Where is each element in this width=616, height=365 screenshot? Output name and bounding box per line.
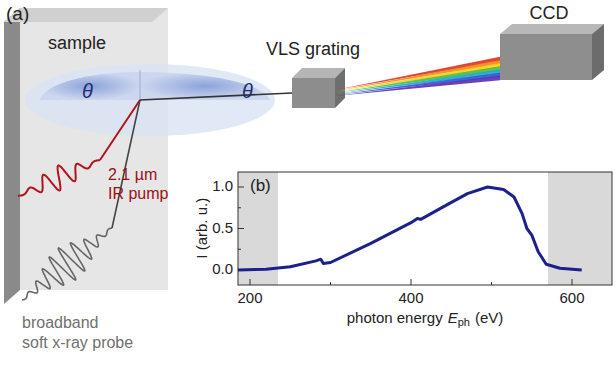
axis-title: E [448, 309, 458, 326]
plot-frame [238, 172, 612, 285]
pump-label: IR pump [108, 185, 168, 203]
sample-face [20, 8, 168, 290]
tick-label: 600 [559, 290, 584, 307]
x-tick [250, 279, 251, 285]
ir-pump-pulse [18, 160, 100, 196]
ccd-top [500, 24, 604, 34]
axis-title: photon energy [347, 309, 443, 326]
tick-label: 200 [237, 290, 262, 307]
beam-connector [335, 57, 500, 96]
axis-title: ph [458, 316, 470, 328]
y-tick [238, 228, 244, 229]
x-axis-title: photon energy Eph (eV) [347, 310, 504, 328]
detector-box: CCD [494, 4, 604, 82]
x-tick [572, 279, 573, 285]
tick-label: 1.0 [212, 178, 233, 195]
ccd-side [592, 24, 604, 80]
surface-normal [140, 70, 141, 100]
beam-line [140, 93, 292, 100]
xray-probe-beam [112, 100, 140, 228]
sample-side [4, 8, 20, 304]
axis-title: (eV) [475, 309, 503, 326]
panel-label: (b) [250, 177, 271, 196]
probe-label: broadband [22, 314, 99, 332]
pump-wavelength: 2.1 µm [108, 166, 157, 184]
grating-side [335, 68, 345, 108]
tick-label: 0.0 [212, 261, 233, 278]
spectrum-curve [238, 187, 582, 270]
panel-label: (a) [6, 4, 29, 25]
xray-probe-pulse [22, 228, 112, 300]
node-label: CCD [530, 4, 569, 24]
spectrum-band [335, 73, 500, 95]
spectrum-band [335, 76, 500, 96]
plot-ground [238, 172, 612, 285]
grating-box: VLS grating [258, 40, 368, 110]
sample-plate: sample [20, 8, 168, 290]
angle-symbol: θ [242, 80, 253, 102]
tick-label: 0.5 [212, 220, 233, 237]
tick-label: 400 [398, 290, 423, 307]
grating-front [292, 78, 335, 108]
axis-title: I (arb. u.) [194, 198, 211, 259]
probe-label: soft x-ray probe [22, 334, 133, 352]
y-tick [238, 187, 244, 188]
beam-connector [140, 93, 292, 100]
angle-symbol: θ [82, 80, 93, 102]
x-tick [411, 279, 412, 285]
node-label: VLS grating [266, 40, 360, 60]
ccd-front [500, 34, 592, 80]
node-shape [292, 78, 335, 108]
node-shape [500, 34, 592, 80]
node-label: sample [48, 34, 106, 54]
